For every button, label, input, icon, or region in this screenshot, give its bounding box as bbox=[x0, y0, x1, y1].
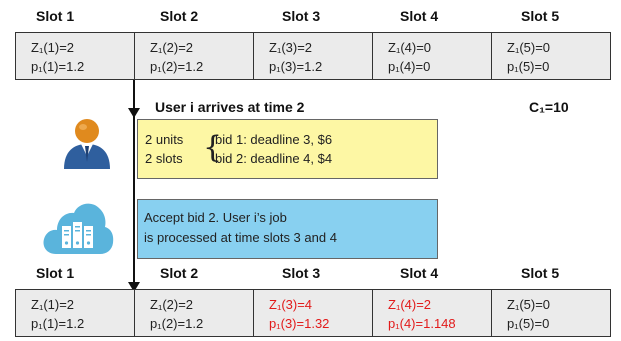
bottom-slot-headers: Slot 1 Slot 2 Slot 3 Slot 4 Slot 5 bbox=[0, 265, 621, 287]
bottom-slot-cell-2: Z₁(2)=2 p₁(2)=1.2 bbox=[135, 290, 254, 336]
bid-brace: { bbox=[203, 130, 223, 165]
slot-p-value: p₁(2)=1.2 bbox=[150, 59, 204, 74]
slot-z-value: Z₁(1)=2 bbox=[31, 297, 75, 312]
slot-z-value: Z₁(4)=0 bbox=[388, 40, 432, 55]
top-slot-cell-5: Z₁(5)=0 p₁(5)=0 bbox=[492, 33, 610, 79]
slot-p-value: p₁(2)=1.2 bbox=[150, 316, 204, 331]
slot-p-value: p₁(5)=0 bbox=[507, 59, 550, 74]
bid-slots: 2 slots bbox=[145, 151, 183, 166]
slot-p-value: p₁(1)=1.2 bbox=[31, 316, 85, 331]
bottom-slot-cell-4: Z₁(4)=2 p₁(4)=1.148 bbox=[373, 290, 492, 336]
slot-p-value: p₁(4)=1.148 bbox=[388, 316, 456, 331]
bottom-slot-cell-1: Z₁(1)=2 p₁(1)=1.2 bbox=[16, 290, 135, 336]
slot-z-value: Z₁(3)=4 bbox=[269, 297, 313, 312]
slot-p-value: p₁(1)=1.2 bbox=[31, 59, 85, 74]
accept-line-2: is processed at time slots 3 and 4 bbox=[144, 230, 337, 245]
slot-header-4: Slot 4 bbox=[400, 8, 439, 24]
bottom-slot-table: Z₁(1)=2 p₁(1)=1.2 Z₁(2)=2 p₁(2)=1.2 Z₁(3… bbox=[15, 289, 611, 337]
top-slot-cell-2: Z₁(2)=2 p₁(2)=1.2 bbox=[135, 33, 254, 79]
slot-header-2: Slot 2 bbox=[160, 8, 199, 24]
timeline-arrowhead bbox=[128, 282, 140, 292]
arrival-label: User i arrives at time 2 bbox=[155, 99, 305, 115]
slot-z-value: Z₁(2)=2 bbox=[150, 40, 194, 55]
slot-p-value: p₁(5)=0 bbox=[507, 316, 550, 331]
capacity-label: C₁=10 bbox=[529, 99, 569, 115]
timeline-line bbox=[133, 80, 135, 284]
bid-2: bid 2: deadline 4, $4 bbox=[215, 151, 333, 166]
bid-quantity: 2 units 2 slots bbox=[145, 130, 183, 168]
top-slot-cell-4: Z₁(4)=0 p₁(4)=0 bbox=[373, 33, 492, 79]
user-icon bbox=[64, 119, 110, 169]
slot-z-value: Z₁(1)=2 bbox=[31, 40, 75, 55]
bid-units: 2 units bbox=[145, 132, 184, 147]
slot-header-2: Slot 2 bbox=[160, 265, 199, 281]
slot-z-value: Z₁(2)=2 bbox=[150, 297, 194, 312]
arrival-arrowhead bbox=[128, 108, 140, 118]
accept-line-1: Accept bid 2. User i’s job bbox=[144, 210, 287, 225]
slot-p-value: p₁(3)=1.32 bbox=[269, 316, 330, 331]
slot-z-value: Z₁(3)=2 bbox=[269, 40, 313, 55]
slot-z-value: Z₁(4)=2 bbox=[388, 297, 432, 312]
bottom-slot-cell-5: Z₁(5)=0 p₁(5)=0 bbox=[492, 290, 610, 336]
slot-p-value: p₁(3)=1.2 bbox=[269, 59, 323, 74]
bid-1: bid 1: deadline 3, $6 bbox=[215, 132, 333, 147]
slot-z-value: Z₁(5)=0 bbox=[507, 40, 551, 55]
cloud-server-icon bbox=[43, 203, 114, 254]
slot-header-4: Slot 4 bbox=[400, 265, 439, 281]
top-slot-table: Z₁(1)=2 p₁(1)=1.2 Z₁(2)=2 p₁(2)=1.2 Z₁(3… bbox=[15, 32, 611, 80]
top-slot-cell-1: Z₁(1)=2 p₁(1)=1.2 bbox=[16, 33, 135, 79]
slot-header-5: Slot 5 bbox=[521, 265, 560, 281]
bid-box: 2 units 2 slots { bid 1: deadline 3, $6 … bbox=[137, 119, 438, 179]
slot-header-5: Slot 5 bbox=[521, 8, 560, 24]
accept-box: Accept bid 2. User i’s job is processed … bbox=[137, 199, 438, 259]
slot-header-1: Slot 1 bbox=[36, 265, 75, 281]
slot-z-value: Z₁(5)=0 bbox=[507, 297, 551, 312]
slot-header-3: Slot 3 bbox=[282, 8, 321, 24]
bottom-slot-cell-3: Z₁(3)=4 p₁(3)=1.32 bbox=[254, 290, 373, 336]
slot-p-value: p₁(4)=0 bbox=[388, 59, 431, 74]
top-slot-cell-3: Z₁(3)=2 p₁(3)=1.2 bbox=[254, 33, 373, 79]
top-slot-headers: Slot 1 Slot 2 Slot 3 Slot 4 Slot 5 bbox=[0, 8, 621, 30]
slot-header-3: Slot 3 bbox=[282, 265, 321, 281]
slot-header-1: Slot 1 bbox=[36, 8, 75, 24]
bid-options: bid 1: deadline 3, $6 bid 2: deadline 4,… bbox=[215, 130, 332, 168]
